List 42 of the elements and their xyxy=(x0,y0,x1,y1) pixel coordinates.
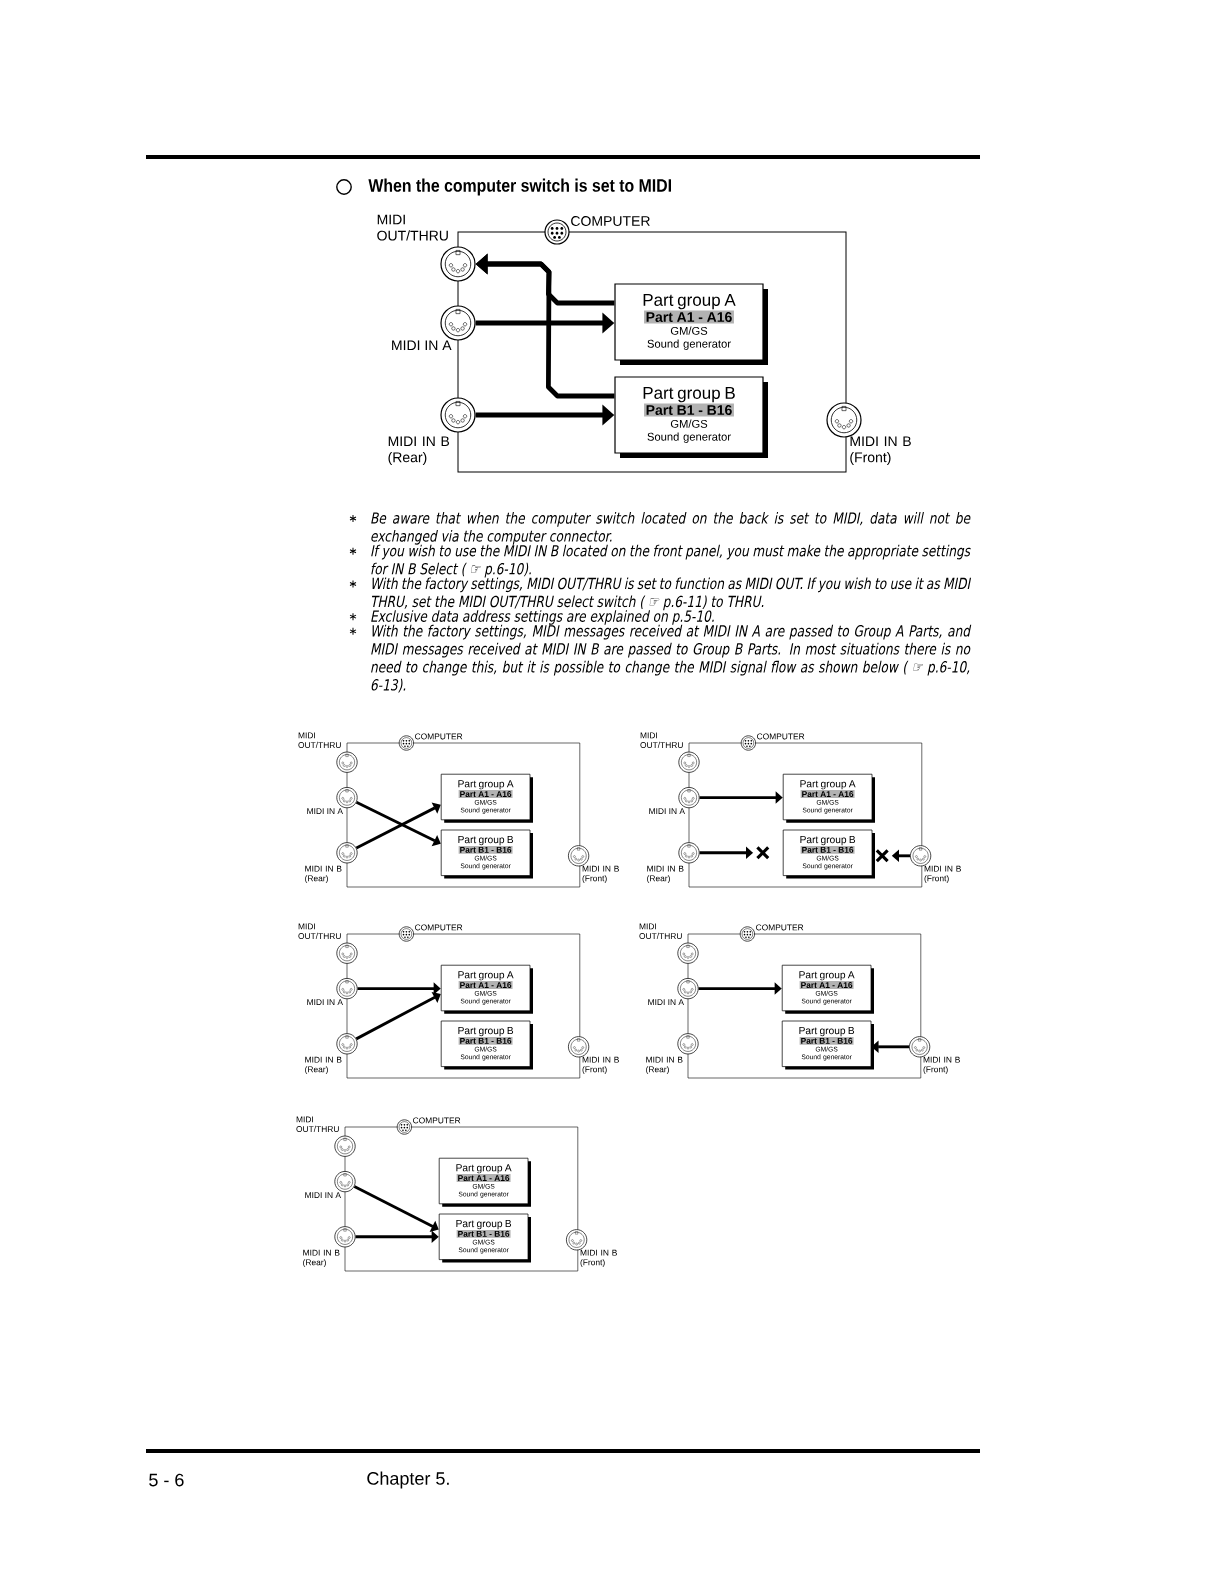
jack-label: MIDI OUT/THRU xyxy=(639,923,682,939)
title: When the computer switch is set to MIDI xyxy=(368,178,671,196)
jack-label: MIDI OUT/THRU xyxy=(296,1116,339,1132)
part-group-box: Part group B Part B1 - B16 GM/GS Sound generator xyxy=(614,376,768,458)
jack-label: COMPUTER xyxy=(571,216,650,226)
jack-label: MIDI IN B (Front) xyxy=(580,1249,617,1267)
jack-label: MIDI IN B (Front) xyxy=(923,1056,960,1074)
note-text: With the factory settings, MIDI messages received at MIDI IN A are passed to Group A Parts, and MIDI messages received at MIDI IN B are passed to Group B Parts. In most situations there is no need to change this, but it is possible to change the MIDI signal flow as shown below ( ☞ p.6-10, 6-13). xyxy=(371,624,972,693)
jack-label: MIDI IN A xyxy=(649,808,685,814)
note-text: With the factory settings, MIDI OUT/THRU is set to function as MIDI OUT. If you wish to use it as MIDI THRU, set the MIDI OUT/THRU select switch ( ☞ p.6-11) to THRU. xyxy=(371,577,972,611)
jack-label: MIDI IN A xyxy=(307,808,343,814)
jack-label: MIDI IN A xyxy=(307,999,343,1005)
jack-label: MIDI IN B (Front) xyxy=(850,436,911,466)
jack-label: MIDI IN B (Rear) xyxy=(388,436,450,466)
page-number: 5 - 6 xyxy=(149,1473,184,1487)
jack-label: MIDI IN A xyxy=(392,340,452,351)
arrow xyxy=(355,991,441,1041)
jack-label: MIDI IN B (Rear) xyxy=(647,865,684,883)
jack-label: MIDI OUT/THRU xyxy=(377,214,448,241)
jack-label: MIDI IN B (Front) xyxy=(924,865,961,883)
jack-label: MIDI IN B (Front) xyxy=(582,1056,619,1074)
jack-label: MIDI IN A xyxy=(648,999,684,1005)
jack-label: MIDI IN B (Rear) xyxy=(305,1056,342,1074)
jack-label: MIDI IN B (Rear) xyxy=(303,1249,340,1267)
part-group-box: Part group A Part A1 - A16 GM/GS Sound generator xyxy=(614,283,768,365)
jack-label: MIDI IN B (Front) xyxy=(582,865,619,883)
chapter-footer: Chapter 5. xyxy=(367,1471,449,1489)
note-text: If you wish to use the MIDI IN B located on the front panel, you must make the appropriate settings for IN B Select ( ☞ p.6-10). xyxy=(371,544,971,578)
jack-label: COMPUTER xyxy=(757,733,805,740)
jack-label: COMPUTER xyxy=(413,1117,461,1124)
jack-label: MIDI IN B (Rear) xyxy=(646,1056,683,1074)
jack-label: COMPUTER xyxy=(415,733,463,740)
jack-label: MIDI OUT/THRU xyxy=(298,923,341,939)
jack-label: MIDI IN B (Rear) xyxy=(305,865,342,883)
jack-label: MIDI OUT/THRU xyxy=(640,732,683,748)
note-text: Be aware that when the computer switch located on the back is set to MIDI, data will not be exchanged via the computer connector. xyxy=(371,512,971,545)
jack-label: COMPUTER xyxy=(415,924,463,931)
arrow xyxy=(353,1185,439,1232)
note-text: Exclusive data address settings are explained on p.5-10. xyxy=(371,610,714,625)
jack-label: MIDI IN A xyxy=(305,1192,341,1198)
jack-label: COMPUTER xyxy=(756,924,804,931)
jack-label: MIDI OUT/THRU xyxy=(298,732,341,748)
